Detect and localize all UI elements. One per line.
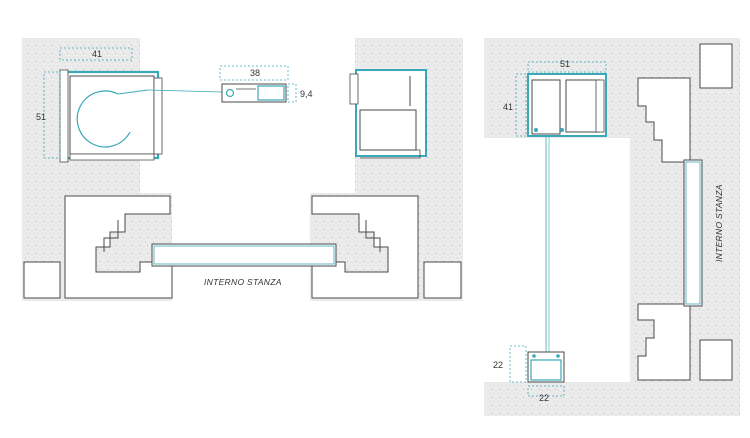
door-frame-right <box>311 195 419 299</box>
wall-right-drawing-bottom <box>484 382 740 416</box>
cassette-box-right <box>527 73 607 137</box>
dimensions-right <box>509 61 607 397</box>
dim-left-handle-depth: 9,4 <box>300 89 313 99</box>
cassette-box-left <box>59 69 163 163</box>
room-label-left: INTERNO STANZA <box>204 277 282 287</box>
dim-right-bottom-height: 22 <box>493 360 503 370</box>
door-frame-right-lower <box>637 303 691 381</box>
handle-profile-left <box>221 83 287 103</box>
door-frame-right-inner <box>423 261 462 299</box>
dim-left-box-width: 41 <box>92 49 102 59</box>
left-drawing: 41 51 38 9,4 INTERNO STANZA <box>22 38 463 301</box>
dim-right-box-height: 41 <box>503 102 513 112</box>
door-frame-left <box>64 195 173 299</box>
dim-left-handle-width: 38 <box>250 68 260 78</box>
right-drawing: 51 41 22 22 INTERNO STANZA <box>484 38 740 416</box>
room-label-right: INTERNO STANZA <box>714 184 724 262</box>
dim-left-box-height: 51 <box>36 112 46 122</box>
bottom-bar-profile <box>527 351 565 383</box>
dim-right-bottom-width: 22 <box>539 393 549 403</box>
door-leaf-left <box>151 243 337 267</box>
door-leaf-right <box>683 159 703 307</box>
dimensions-left <box>43 47 297 159</box>
dim-right-box-width: 51 <box>560 59 570 69</box>
door-frame-right-upper <box>637 77 691 163</box>
vertical-profile-left-drawing <box>349 69 427 159</box>
door-frame-left-inner <box>23 261 61 299</box>
